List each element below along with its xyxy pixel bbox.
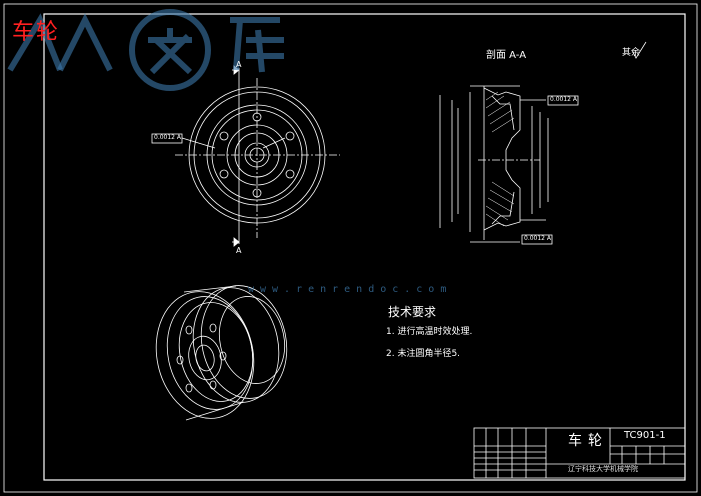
section-hatch [485, 91, 515, 227]
title-block-organization: 辽宁科技大学机械学院 [568, 465, 638, 473]
section-view [439, 85, 579, 245]
isometric-view [155, 285, 288, 421]
tolerance-left: 0.0012 A [154, 134, 182, 141]
title-block-part-name: 车轮 [568, 433, 608, 449]
tech-requirement-item: 1. 进行高温时效处理. [386, 327, 473, 337]
inner-frame [43, 13, 686, 481]
roughness-other-label: 其余 [622, 48, 641, 58]
drawing-corner-title: 车轮 [12, 20, 61, 45]
roughness-symbol [631, 41, 647, 59]
section-view-label: 剖面 A-A [486, 50, 527, 61]
tech-requirements-heading: 技术要求 [388, 305, 437, 319]
outer-frame [3, 3, 698, 493]
cut-mark-top: A [236, 60, 242, 69]
tech-requirement-item: 2. 未注圆角半径5. [386, 349, 461, 359]
title-block-drawing-code: TC901-1 [624, 430, 666, 441]
front-view [151, 65, 340, 247]
title-block [473, 427, 686, 479]
watermark-text: www.renrendoc.com [248, 284, 453, 295]
tolerance-right-top: 0.0012 A [550, 96, 578, 103]
tolerance-right-bottom: 0.0012 A [524, 235, 552, 242]
cut-mark-bottom: A [236, 246, 242, 255]
